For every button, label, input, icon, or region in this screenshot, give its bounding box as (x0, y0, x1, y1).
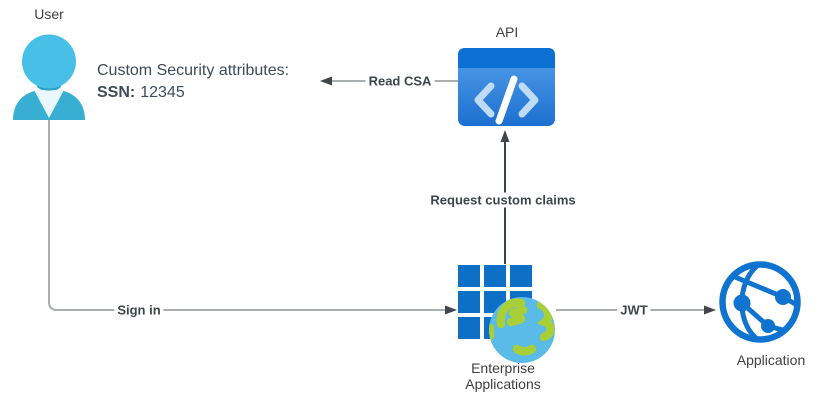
application-icon (719, 261, 801, 343)
sign-in-label: Sign in (114, 302, 164, 318)
code-bracket-right-icon (518, 82, 539, 118)
api-label: API (495, 24, 519, 40)
sign-in-line (48, 120, 446, 311)
code-bracket-left-icon (474, 82, 495, 118)
request-custom-claims-arrowhead (500, 130, 510, 142)
read-csa-label: Read CSA (365, 73, 435, 89)
request-custom-claims-label: Request custom claims (427, 192, 579, 208)
ssn-value: 12345 (140, 84, 185, 101)
user-label: User (34, 6, 64, 22)
read-csa-arrowhead (320, 76, 332, 86)
sign-in-edge (48, 120, 457, 315)
ssn-label: SSN: (97, 84, 136, 101)
enterprise-applications-icon (458, 265, 555, 363)
csa-annotation-ssn: SSN:12345 (97, 82, 289, 104)
enterprise-applications-label: Enterprise Applications (465, 360, 541, 392)
globe-icon (489, 297, 555, 363)
jwt-label: JWT (617, 302, 651, 318)
sign-in-arrowhead (445, 305, 457, 315)
user-icon (13, 34, 85, 120)
application-label: Application (736, 352, 806, 368)
api-icon (458, 48, 555, 126)
csa-annotation-title: Custom Security attributes: (97, 62, 290, 79)
csa-annotation: Custom Security attributes: SSN:12345 (97, 60, 289, 104)
code-slash-icon (495, 75, 518, 125)
jwt-arrowhead (704, 305, 716, 315)
